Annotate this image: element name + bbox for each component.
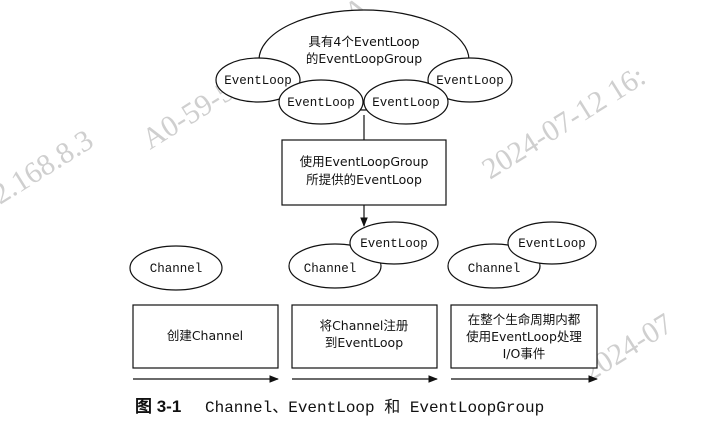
watermark-ip: 2.168.8.3 [0, 123, 99, 211]
stage-2-eventloop-ellipse [349, 221, 439, 265]
event-loop-ellipse-2 [278, 79, 364, 125]
event-loop-label-4: EventLoop [436, 74, 504, 88]
stage-1-channel-label: Channel [150, 262, 203, 276]
stage-3-box-line2: 使用EventLoop处理 [466, 329, 582, 344]
event-loop-label-3: EventLoop [372, 96, 440, 110]
caption-number: 图 3-1 [135, 397, 181, 416]
event-loop-ellipse-1 [215, 57, 301, 103]
group-label-line2: 的EventLoopGroup [306, 51, 422, 66]
caption-text: Channel、EventLoop 和 EventLoopGroup [205, 398, 544, 417]
event-loop-ellipse-4 [427, 57, 513, 103]
middle-box-line2: 所提供的EventLoop [306, 172, 422, 187]
event-loop-group: 具有4个EventLoop 的EventLoopGroup EventLoop … [215, 9, 513, 125]
stage-3-box [450, 304, 598, 369]
stage-2-channel-label: Channel [304, 262, 357, 276]
middle-box-line1: 使用EventLoopGroup [300, 154, 429, 169]
stage-3-eventloop-label: EventLoop [518, 237, 586, 251]
stage-2-box-line2: 到EventLoop [325, 335, 403, 350]
stage-1-channel-ellipse [129, 245, 223, 291]
figure-caption: 图 3-1 Channel、EventLoop 和 EventLoopGroup [135, 397, 544, 417]
event-loop-label-1: EventLoop [224, 74, 292, 88]
group-label-line1: 具有4个EventLoop [308, 34, 419, 49]
middle-box: 使用EventLoopGroup 所提供的EventLoop [281, 139, 447, 206]
stage-3-box-line3: I/O事件 [503, 346, 546, 361]
stage-1-box [132, 304, 279, 369]
stage-3-eventloop-ellipse [507, 221, 597, 265]
stage-3-box-line1: 在整个生命周期内都 [468, 312, 581, 327]
event-loop-label-2: EventLoop [287, 96, 355, 110]
stage-2-box [291, 304, 438, 369]
middle-box-rect [281, 139, 447, 206]
stage-3-channel-label: Channel [468, 262, 521, 276]
stage-2-box-line1: 将Channel注册 [320, 318, 409, 333]
stage-3: Channel EventLoop 在整个生命周期内都 使用EventLoop处… [447, 221, 598, 383]
stage-1: Channel 创建Channel [129, 245, 279, 383]
stage-1-box-line1: 创建Channel [167, 328, 243, 343]
event-loop-ellipse-3 [363, 79, 449, 125]
stage-2-eventloop-label: EventLoop [360, 237, 428, 251]
stage-2: Channel EventLoop 将Channel注册 到EventLoop [288, 221, 439, 383]
